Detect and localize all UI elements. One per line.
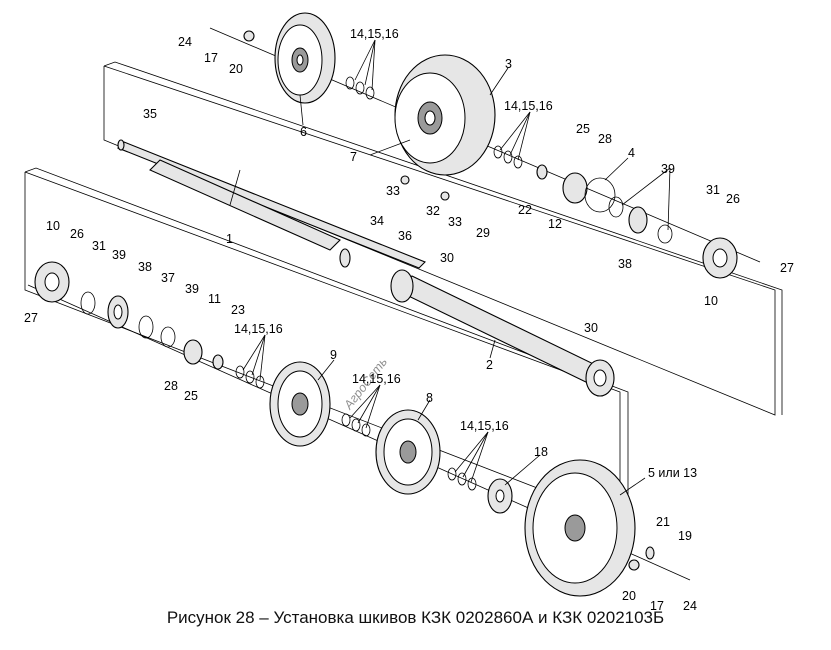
callout-3: 3 <box>505 57 512 71</box>
callout-34: 34 <box>370 214 384 228</box>
callout-28-top: 28 <box>598 132 612 146</box>
flange-10-left <box>34 261 70 303</box>
callout-14-15-16-b: 14,15,16 <box>504 99 553 113</box>
callout-29: 29 <box>476 226 490 240</box>
callout-31-right: 31 <box>706 183 720 197</box>
callout-25-bottom: 25 <box>184 389 198 403</box>
callout-37: 37 <box>161 271 175 285</box>
callout-17-bottom: 17 <box>650 599 664 610</box>
callout-35: 35 <box>143 107 157 121</box>
callout-24-bottom: 24 <box>683 599 697 610</box>
callout-5-or-13: 5 или 13 <box>648 466 697 480</box>
callout-38-right: 38 <box>618 257 632 271</box>
pulley-8 <box>375 409 441 495</box>
callout-12: 12 <box>548 217 562 231</box>
pulley-5-or-13 <box>524 459 636 597</box>
flange-10-right <box>702 237 738 279</box>
callout-labels: 1 2 3 4 6 7 8 9 10 10 11 12 14,15,16 14,… <box>24 27 794 610</box>
callout-30-top: 30 <box>440 251 454 265</box>
pulley-9 <box>269 361 331 447</box>
figure-caption: Рисунок 28 – Установка шкивов КЗК 020286… <box>166 608 665 627</box>
callout-14-15-16-c: 14,15,16 <box>234 322 283 336</box>
callout-11: 11 <box>208 292 221 306</box>
callout-23: 23 <box>231 303 245 317</box>
assembly-drawing: АгроСеть 1 2 3 4 6 7 8 9 10 10 11 12 14,… <box>24 12 794 610</box>
callout-17-top: 17 <box>204 51 218 65</box>
callout-22: 22 <box>518 203 532 217</box>
callout-26-right: 26 <box>726 192 740 206</box>
callout-10-left: 10 <box>46 219 60 233</box>
callout-14-15-16-d: 14,15,16 <box>352 372 401 386</box>
bearings-and-rings <box>80 30 673 571</box>
callout-39-mid: 39 <box>185 282 199 296</box>
callout-9: 9 <box>330 348 337 362</box>
callout-36: 36 <box>398 229 412 243</box>
pulley-6 <box>274 12 336 104</box>
tube-2 <box>390 269 615 397</box>
callout-14-15-16-e: 14,15,16 <box>460 419 509 433</box>
callout-21: 21 <box>656 515 670 529</box>
callout-4: 4 <box>628 146 635 160</box>
callout-20-bottom: 20 <box>622 589 636 603</box>
callout-27-left: 27 <box>24 311 38 325</box>
leader-lines <box>229 39 671 496</box>
callout-31-left: 31 <box>92 239 106 253</box>
callout-18: 18 <box>534 445 548 459</box>
callout-7: 7 <box>350 150 357 164</box>
callout-27-right: 27 <box>780 261 794 275</box>
callout-26-left: 26 <box>70 227 84 241</box>
callout-33-left: 33 <box>386 184 400 198</box>
callout-14-15-16-a: 14,15,16 <box>350 27 399 41</box>
callout-19: 19 <box>678 529 692 543</box>
callout-39-left: 39 <box>112 248 126 262</box>
shaft-1 <box>117 139 426 269</box>
callout-39-right: 39 <box>661 162 675 176</box>
callout-10-right: 10 <box>704 294 718 308</box>
callout-2: 2 <box>486 358 493 372</box>
callout-28-bottom: 28 <box>164 379 178 393</box>
callout-1: 1 <box>226 232 233 246</box>
callout-30-bottom: 30 <box>584 321 598 335</box>
callout-20-top: 20 <box>229 62 243 76</box>
housing-3 <box>394 54 496 176</box>
callout-6: 6 <box>300 125 307 139</box>
callout-8: 8 <box>426 391 433 405</box>
callout-24-top: 24 <box>178 35 192 49</box>
callout-33-right: 33 <box>448 215 462 229</box>
callout-25-top: 25 <box>576 122 590 136</box>
callout-38-left: 38 <box>138 260 152 274</box>
callout-32: 32 <box>426 204 440 218</box>
